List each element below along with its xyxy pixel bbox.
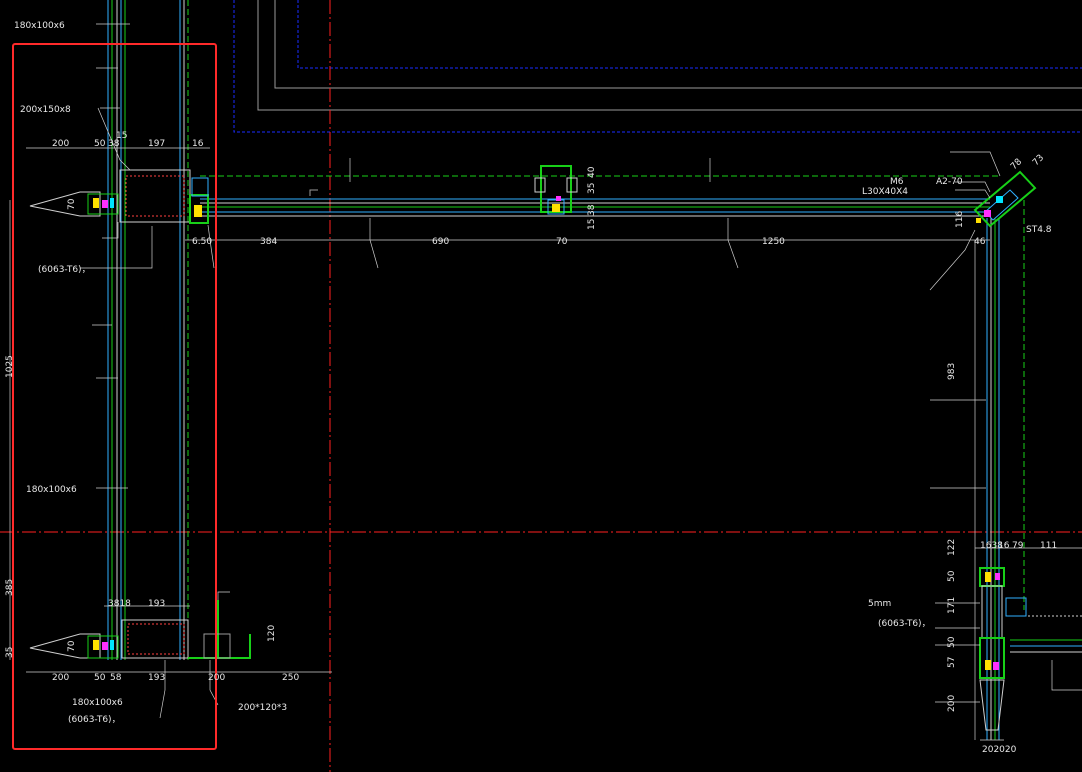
dim-ms-2: 38 — [587, 204, 597, 216]
dim-lb-4: 200 — [208, 673, 225, 683]
left-top-profile — [29, 169, 209, 224]
dim-rv-4: 50 — [947, 636, 957, 648]
dim-lb-3: 193 — [148, 673, 165, 683]
dimension-lines — [9, 147, 1082, 741]
dim-mid-1: 384 — [260, 237, 277, 247]
dim-lt-1: 50 — [94, 139, 106, 149]
right-mullion-label: (6063-T6)， — [878, 619, 931, 629]
dim-sv-1: 70 — [67, 640, 77, 652]
m6-label: M6 — [890, 177, 904, 187]
small-bracket — [309, 189, 318, 196]
corner-profile — [973, 170, 1037, 228]
dim-rs-1: 116 — [955, 211, 965, 228]
dim-lt-2: 38 — [108, 139, 120, 149]
dim-lbt-1: 193 — [148, 599, 165, 609]
dim-rv-0: 983 — [947, 363, 957, 380]
dim-rv-1: 122 — [947, 539, 957, 556]
left-column-lines — [107, 0, 189, 660]
dim-mid-0: 6.50 — [192, 237, 212, 247]
dim-lt-small: 15 — [116, 131, 127, 141]
dim-rv-5: 57 — [947, 657, 957, 668]
dim-lb-5: 250 — [282, 673, 299, 683]
dim-ms-1: 35 — [587, 183, 597, 194]
dim-ms-3: 15 — [587, 219, 597, 230]
dim-rb: 202020 — [982, 745, 1017, 755]
right-bottom-profile — [979, 567, 1027, 731]
dim-mid-4: 1250 — [762, 237, 785, 247]
highlight-box — [12, 43, 217, 750]
mullion-bottom-label: (6063-T6)， — [68, 715, 121, 725]
dim-lt-0: 200 — [52, 139, 69, 149]
dim-mid-5: 46 — [974, 237, 986, 247]
dim-rt-1: 16 — [998, 541, 1010, 551]
dim-mid-3: 70 — [556, 237, 568, 247]
leader-lines — [80, 23, 1082, 719]
dim-rt-3: 111 — [1040, 541, 1057, 551]
top-wall-lines — [200, 175, 1000, 217]
dim-rv-2: 50 — [947, 570, 957, 582]
dimension-texts: 200 50 38 197 16 15 200 50 58 193 200 25… — [52, 131, 1057, 755]
dim-ms-0: 40 — [587, 166, 597, 178]
dim-rv-3: 171 — [947, 597, 957, 614]
dim-sv-0: 70 — [67, 198, 77, 210]
annotations: 180x100x6 200x150x8 (6063-T6)， 180x100x6… — [14, 21, 1052, 725]
dim-lt-3: 197 — [148, 139, 165, 149]
dim-lt-4: 16 — [192, 139, 204, 149]
mullion-label: (6063-T6)， — [38, 265, 91, 275]
dim-lb-2: 58 — [110, 673, 122, 683]
dim-rs-2: 73 — [1031, 153, 1046, 168]
dim-rt-0: 1638 — [980, 541, 1003, 551]
a2-label: A2-70 — [936, 177, 963, 187]
dim-lbt-0: 3818 — [108, 599, 131, 609]
mm5-label: 5mm — [868, 599, 891, 609]
dim-lb-1: 50 — [94, 673, 106, 683]
st4-label: ST4.8 — [1026, 225, 1052, 235]
gray-outline-lines — [257, 0, 1082, 111]
dim-mid-2: 690 — [432, 237, 449, 247]
steel-top-label: 180x100x6 — [14, 21, 65, 31]
left-bottom-profile — [29, 600, 251, 659]
dim-lv-0: 1025 — [5, 355, 15, 378]
dim-rv-6: 200 — [947, 695, 957, 712]
dim-lv-2: 35 — [5, 647, 15, 658]
outline-lines — [233, 0, 1082, 133]
dim-rs-0: 78 — [1009, 157, 1024, 172]
middle-mullion — [534, 165, 578, 215]
steel-mid-label: 180x100x6 — [26, 485, 77, 495]
bottom-plate-label: 200*120*3 — [238, 703, 287, 713]
angle-label: L30X40X4 — [862, 187, 908, 197]
bottom-steel-label: 180x100x6 — [72, 698, 123, 708]
vertical-dimension-texts: 1025 385 35 70 70 120 40 35 38 15 983 12… — [5, 153, 1046, 712]
steel-main-label: 200x150x8 — [20, 105, 71, 115]
right-wall-lines — [986, 200, 1082, 740]
dim-lv-1: 385 — [5, 579, 15, 596]
dim-lb-0: 200 — [52, 673, 69, 683]
dim-rt-2: 79 — [1012, 541, 1024, 551]
dim-sv-2: 120 — [267, 625, 277, 642]
